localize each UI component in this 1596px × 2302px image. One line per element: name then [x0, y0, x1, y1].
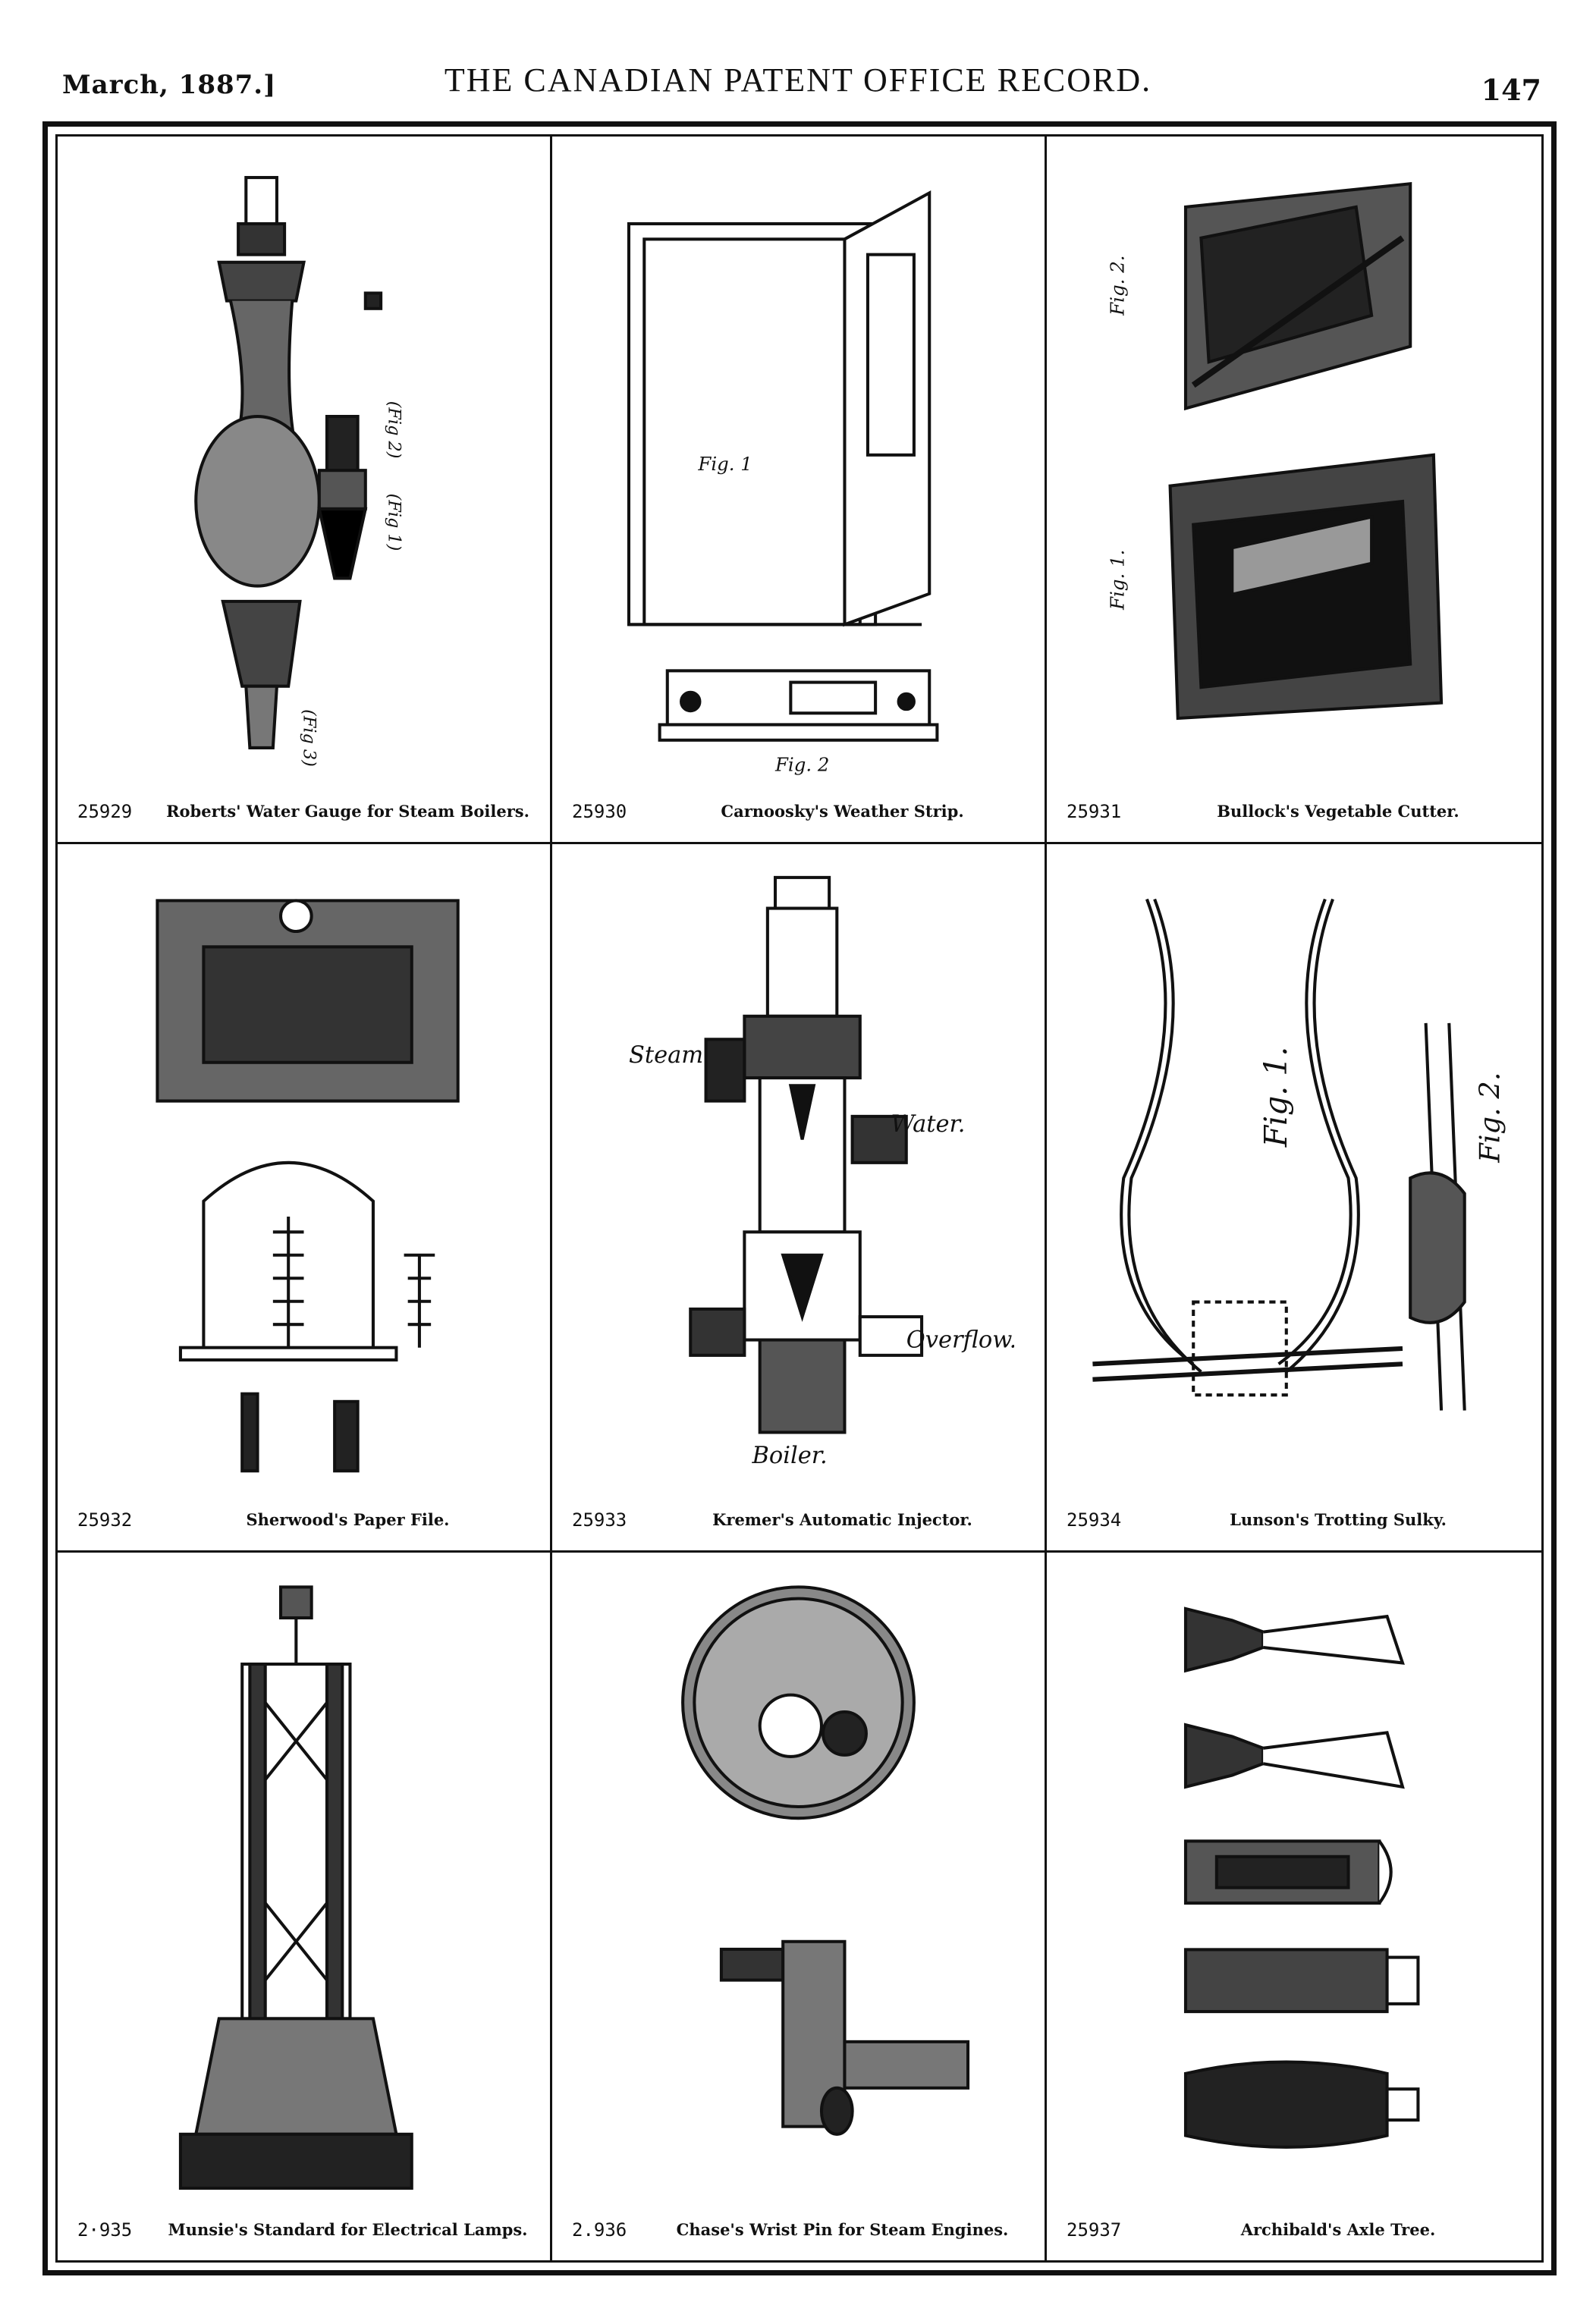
patent-title: Roberts' Water Gauge for Steam Boilers.	[166, 802, 529, 821]
patent-caption: 25930 Carnoosky's Weather Strip.	[572, 795, 1029, 822]
patent-number: 25931	[1067, 801, 1122, 823]
patent-number: 25929	[77, 801, 133, 823]
page-header: March, 1887.] THE CANADIAN PATENT OFFICE…	[0, 0, 1596, 121]
patent-caption: 25937 Archibald's Axle Tree.	[1067, 2213, 1526, 2241]
fig1-label: Fig. 1.	[1258, 1047, 1294, 1148]
svg-text:(Fig 3): (Fig 3)	[300, 709, 319, 767]
water-label: Water.	[891, 1112, 965, 1138]
patent-plate-frame: (Fig 2) (Fig 1) (Fig 3) 25929 Roberts' W…	[42, 121, 1557, 2275]
patent-number: 2·935	[77, 2219, 133, 2241]
patent-number: 2.936	[572, 2219, 627, 2241]
patent-cell-25933: Steam Water. Overflow. Boiler. 25933 Kre…	[552, 844, 1047, 1553]
page-number: 147	[1481, 73, 1541, 107]
patent-number: 25937	[1067, 2219, 1122, 2241]
water-gauge-drawing: (Fig 2) (Fig 1) (Fig 3)	[88, 159, 520, 781]
patent-cell-25931: Fig. 2. Fig. 1. 25931 Bullock's Vegetabl…	[1047, 137, 1541, 845]
patent-title: Chase's Wrist Pin for Steam Engines.	[676, 2219, 1009, 2239]
patent-caption: 25929 Roberts' Water Gauge for Steam Boi…	[77, 795, 535, 822]
axle-tree-drawing	[1077, 1575, 1511, 2200]
vegetable-cutter-drawing: Fig. 2. Fig. 1.	[1077, 159, 1511, 781]
patent-caption: 2.936 Chase's Wrist Pin for Steam Engine…	[572, 2213, 1029, 2241]
weather-strip-door-drawing: Fig. 1 Fig. 2	[583, 159, 1014, 781]
patent-cell-25935: 2·935 Munsie's Standard for Electrical L…	[58, 1552, 552, 2260]
patent-caption: 2·935 Munsie's Standard for Electrical L…	[77, 2213, 535, 2241]
patent-title: Lunson's Trotting Sulky.	[1230, 1509, 1447, 1529]
fig1-label: Fig. 1	[697, 453, 752, 475]
boiler-label: Boiler.	[752, 1443, 828, 1469]
patent-title: Kremer's Automatic Injector.	[712, 1509, 972, 1529]
trotting-sulky-drawing: Fig. 1. Fig. 2.	[1077, 867, 1511, 1489]
patent-grid: (Fig 2) (Fig 1) (Fig 3) 25929 Roberts' W…	[55, 134, 1544, 2263]
fig2-label: Fig. 2.	[1106, 255, 1128, 316]
patent-cell-25936: 2.936 Chase's Wrist Pin for Steam Engine…	[552, 1552, 1047, 2260]
patent-cell-25932: 25932 Sherwood's Paper File.	[58, 844, 552, 1553]
patent-number: 25930	[572, 801, 627, 823]
patent-title: Bullock's Vegetable Cutter.	[1217, 802, 1459, 821]
patent-number: 25933	[572, 1509, 627, 1531]
publication-title: THE CANADIAN PATENT OFFICE RECORD.	[444, 61, 1152, 99]
electric-lamp-standard-drawing	[88, 1575, 520, 2200]
patent-cell-25934: Fig. 1. Fig. 2. 25934 Lunson's Trotting …	[1047, 844, 1541, 1553]
patent-caption: 25934 Lunson's Trotting Sulky.	[1067, 1503, 1526, 1531]
patent-title: Munsie's Standard for Electrical Lamps.	[168, 2219, 528, 2239]
patent-caption: 25932 Sherwood's Paper File.	[77, 1503, 535, 1531]
wrist-pin-drawing	[583, 1575, 1014, 2200]
patent-number: 25934	[1067, 1509, 1122, 1531]
patent-cell-25930: Fig. 1 Fig. 2 25930 Carnoosky's Weather …	[552, 137, 1047, 845]
overflow-label: Overflow.	[906, 1327, 1014, 1354]
svg-text:(Fig 2): (Fig 2)	[384, 401, 404, 459]
patent-number: 25932	[77, 1509, 133, 1531]
fig1-label: Fig. 1.	[1106, 550, 1128, 611]
patent-title: Archibald's Axle Tree.	[1240, 2219, 1436, 2239]
issue-date: March, 1887.]	[62, 70, 277, 100]
svg-text:(Fig 1): (Fig 1)	[384, 494, 404, 551]
steam-label: Steam	[629, 1042, 703, 1069]
patent-title: Carnoosky's Weather Strip.	[721, 802, 964, 821]
patent-caption: 25931 Bullock's Vegetable Cutter.	[1067, 795, 1526, 822]
fig2-label: Fig. 2.	[1474, 1072, 1506, 1164]
paper-file-drawing	[88, 867, 520, 1489]
patent-cell-25929: (Fig 2) (Fig 1) (Fig 3) 25929 Roberts' W…	[58, 137, 552, 845]
patent-cell-25937: 25937 Archibald's Axle Tree.	[1047, 1553, 1541, 2260]
patent-caption: 25933 Kremer's Automatic Injector.	[572, 1503, 1029, 1531]
fig2-label: Fig. 2	[774, 753, 829, 775]
automatic-injector-drawing: Steam Water. Overflow. Boiler.	[583, 867, 1014, 1489]
patent-title: Sherwood's Paper File.	[246, 1509, 450, 1529]
